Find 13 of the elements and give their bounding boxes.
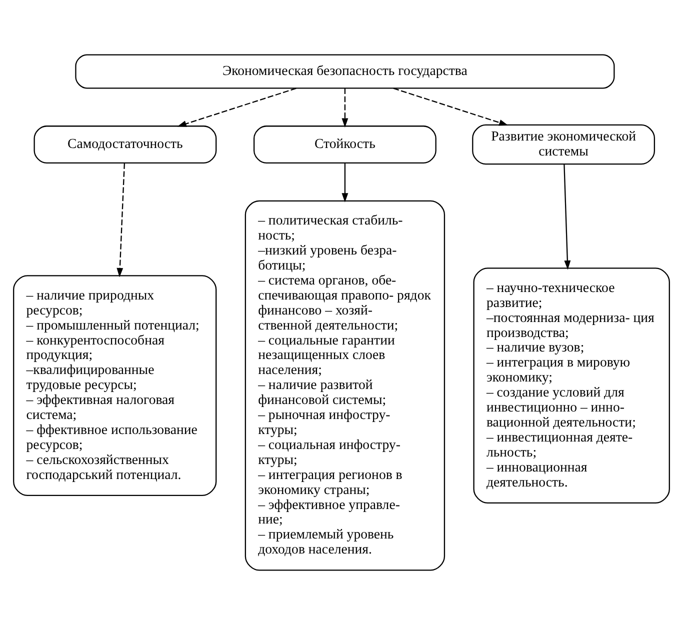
arrow — [341, 162, 348, 202]
node-box: – политическая стабиль- ность; –низкий уровень безра- ботицы; – система органов, обе- спечивающая правопо- рядок финансово – хозяй- ственной деятельности; – социальные гарантии незащищенных слоев населения; – наличие развитой финансовой системы; – рыночная инфостру- ктуры; – социальная инфостру- ктуры; – интеграция регионов в экономику страны; – эффективное управле- ние; – приемлемый уровень доходов населения. — [244, 200, 445, 570]
arrow — [341, 88, 348, 127]
arrow — [176, 87, 296, 126]
arrow — [116, 162, 125, 277]
node-box: Стойкость — [252, 125, 436, 163]
node-box: – наличие природных ресурсов; – промышленный потенциал; – конкурентоспособная продукция; –квалифицированные трудовые ресурсы; – эффективная налоговая система; – ффективное использование ресурсов; – сельскохозяйственных господарський потенциал. — [12, 274, 216, 496]
node-box: – научно-техническое развитие; –постоянная модерниза- ция производства; – наличие вузов; – интеграция в мировую экономику; – создание условий для инвестиционно – инно- вационной деятельности; – инвестиционная деяте- льность; – инновационная деятельность. — [472, 267, 670, 503]
arrow — [563, 164, 570, 270]
node-box: Экономическая безопасность государства — [74, 54, 614, 88]
node-box: Развитие экономической системы — [472, 124, 655, 164]
arrow — [392, 87, 508, 126]
node-box: Самодостаточность — [33, 125, 216, 163]
